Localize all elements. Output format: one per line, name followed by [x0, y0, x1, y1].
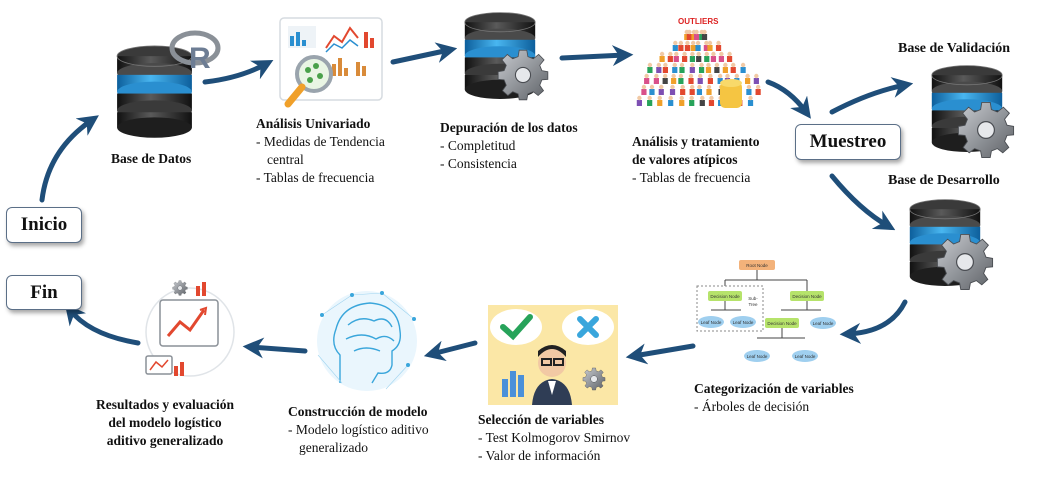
outliers-crowd-icon: OUTLIERS: [636, 17, 761, 108]
atipicos-block: Análisis y tratamiento de valores atípic…: [632, 133, 760, 187]
outliers-label: OUTLIERS: [678, 17, 719, 26]
depuracion-title: Depuración de los datos: [440, 120, 578, 135]
categorizacion-title: Categorización de variables: [694, 381, 854, 396]
univariado-item-3: - Tablas de frecuencia: [256, 170, 375, 185]
resultados-title-3: aditivo generalizado: [106, 433, 224, 448]
tree-decision-node: Decision Node: [767, 321, 797, 326]
r-logo-icon: R: [169, 30, 221, 75]
tree-leaf-node: Leaf Node: [747, 354, 768, 359]
depuracion-item-1: - Completitud: [440, 138, 516, 153]
arrow-categorizacion-seleccion: [625, 343, 696, 365]
seleccion-item-2: - Valor de información: [478, 448, 601, 463]
construccion-item-1: - Modelo logístico aditivo: [288, 422, 429, 437]
gear-icon: [957, 101, 1015, 159]
tree-decision-node: Decision Node: [710, 294, 740, 299]
variable-selection-icon: [488, 305, 618, 405]
base-datos-label: Base de Datos: [111, 151, 192, 166]
start-box[interactable]: Inicio: [6, 207, 82, 243]
univariate-analysis-icon: [279, 17, 383, 108]
tree-root-node: Root Node: [746, 263, 768, 268]
univariado-block: Análisis Univariado - Medidas de Tendenc…: [256, 115, 385, 187]
muestreo-label: Muestreo: [809, 131, 887, 152]
seleccion-item-1: - Test Kolmogorov Smirnov: [478, 430, 631, 445]
arrow-resultados-fin: [64, 303, 141, 346]
arrow-univariado-depuracion: [390, 42, 458, 65]
end-box[interactable]: Fin: [6, 275, 82, 310]
end-label: Fin: [30, 281, 58, 303]
resultados-title-1: Resultados y evaluación: [96, 397, 235, 412]
arrow-construccion-resultados: [242, 337, 308, 359]
arrow-desarrollo-categorizacion: [839, 299, 908, 344]
muestreo-box[interactable]: Muestreo: [795, 124, 901, 160]
tree-leaf-node: Leaf Node: [733, 320, 754, 325]
decision-tree-diagram: Root Node Decision Node Sub- Tree Decisi…: [696, 260, 836, 362]
tree-leaf-node: Leaf Node: [795, 354, 816, 359]
arrow-seleccion-construccion: [423, 340, 478, 362]
tree-leaf-node: Leaf Node: [813, 321, 834, 326]
seleccion-block: Selección de variables - Test Kolmogorov…: [478, 411, 630, 465]
tree-leaf-node: Leaf Node: [701, 320, 722, 325]
depuracion-block: Depuración de los datos - Completitud - …: [440, 119, 578, 173]
tree-sub-2: Tree: [748, 302, 758, 307]
atipicos-item-1: - Tablas de frecuencia: [632, 170, 751, 185]
categorizacion-item-1: - Árboles de decisión: [694, 399, 810, 414]
resultados-title-2: del modelo logístico: [108, 415, 222, 430]
r-logo-letter: R: [189, 42, 211, 75]
atipicos-title-1: Análisis y tratamiento: [632, 134, 760, 149]
desarrollo-label: Base de Desarrollo: [888, 173, 1000, 188]
start-label: Inicio: [20, 214, 68, 235]
gear-icon: [936, 233, 994, 291]
tree-sub-1: Sub-: [748, 296, 758, 301]
gear-icon: [497, 49, 549, 101]
tree-decision-node: Decision Node: [792, 294, 822, 299]
univariado-item-1: - Medidas de Tendencia: [256, 134, 385, 149]
resultados-block: Resultados y evaluación del modelo logís…: [96, 396, 234, 450]
validacion-label: Base de Validación: [898, 41, 1011, 56]
construccion-item-2: generalizado: [299, 440, 368, 455]
arrow-basedatos-univariado: [202, 60, 274, 85]
arrow-depuracion-atipicos: [559, 45, 634, 67]
arrow-muestreo-desarrollo: [829, 173, 896, 231]
univariado-title: Análisis Univariado: [256, 116, 371, 131]
arrow-atipicos-muestreo: [765, 79, 811, 119]
seleccion-title: Selección de variables: [478, 412, 604, 427]
arrow-inicio-basedatos: [39, 115, 99, 203]
depuracion-item-2: - Consistencia: [440, 156, 517, 171]
construccion-block: Construcción de modelo - Modelo logístic…: [288, 403, 429, 457]
brain-network-icon: [317, 291, 417, 391]
atipicos-title-2: de valores atípicos: [632, 152, 738, 167]
categorizacion-block: Categorización de variables - Árboles de…: [694, 380, 854, 416]
results-analytics-icon: [145, 280, 235, 377]
construccion-title: Construcción de modelo: [288, 404, 428, 419]
univariado-item-2: central: [267, 152, 304, 167]
arrow-muestreo-validacion: [829, 77, 914, 115]
